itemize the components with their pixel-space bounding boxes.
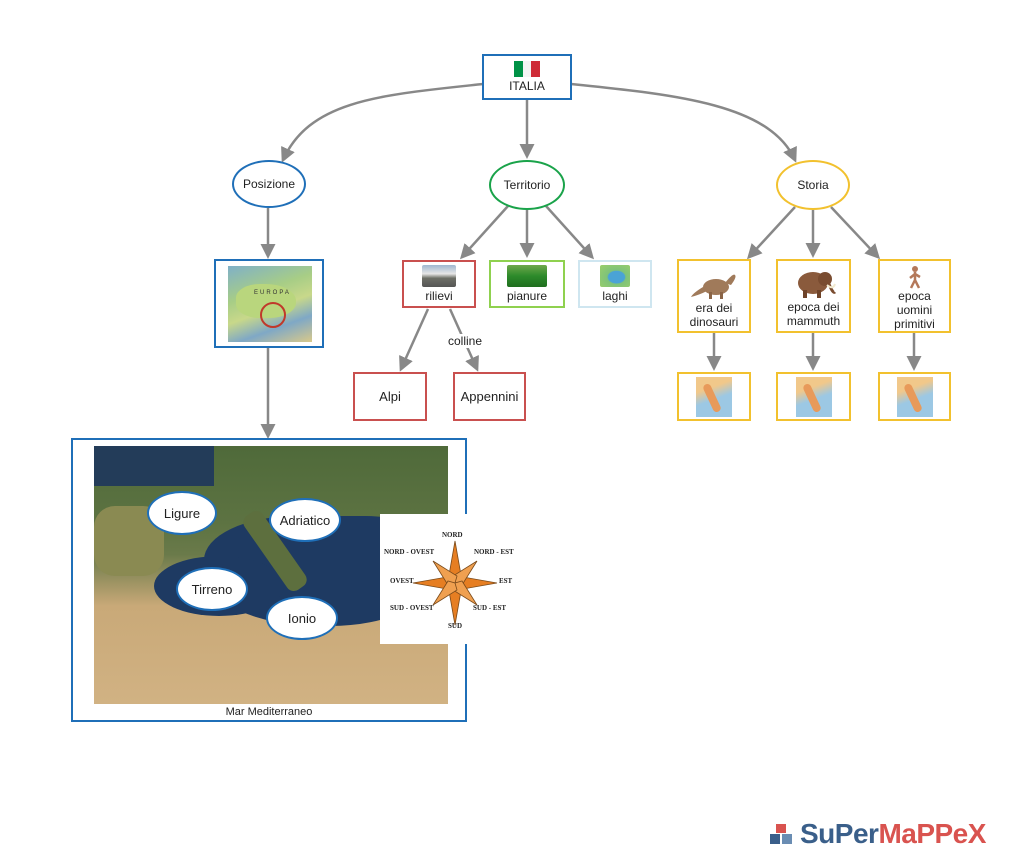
node-territorio[interactable]: Territorio: [489, 160, 565, 210]
adriatico-text: Adriatico: [279, 512, 331, 528]
node-appennini[interactable]: Appennini: [453, 372, 526, 421]
compass-s: SUD: [448, 622, 463, 630]
mammoth-icon: [797, 272, 836, 298]
root-label: ITALIA: [509, 79, 545, 93]
node-rilievi[interactable]: rilievi: [402, 260, 476, 308]
link-italia-storia: [570, 82, 797, 163]
link-territorio-laghi: [545, 205, 595, 260]
territorio-label: Territorio: [503, 178, 551, 192]
compass-n: NORD: [442, 531, 463, 539]
compass-so: SUD - OVEST: [390, 604, 434, 612]
logo-blocks-icon: [770, 824, 792, 844]
alpi-label: Alpi: [379, 388, 401, 404]
europe-map-caption: EUROPA: [254, 290, 291, 296]
uomini-label: epoca uomini primitivi: [894, 288, 935, 331]
link-territorio-rilievi: [459, 205, 509, 260]
lake-thumbnail-icon: [600, 265, 630, 287]
tirreno-text: Tirreno: [191, 581, 233, 597]
compass-ne: NORD - EST: [474, 548, 514, 556]
sea-label-adriatico[interactable]: Adriatico: [269, 498, 341, 542]
compass-star-icon: [412, 540, 498, 626]
caveman-icon: [908, 265, 921, 289]
link-storia-uomini: [830, 206, 881, 260]
node-laghi[interactable]: laghi: [578, 260, 652, 308]
node-italy-map-dinosauri[interactable]: [677, 372, 751, 421]
node-mediterranean-map[interactable]: Ligure Adriatico Tirreno Ionio NORD NORD…: [71, 438, 523, 722]
compass-no: NORD - OVEST: [384, 548, 435, 556]
dinosaur-icon: [691, 274, 736, 299]
storia-label: Storia: [797, 178, 829, 192]
italy-map-icon: [795, 376, 832, 417]
node-italy-map-uomini[interactable]: [878, 372, 951, 421]
node-epoca-mammuth[interactable]: epoca dei mammuth: [776, 259, 851, 333]
compass-e: EST: [499, 577, 513, 585]
plains-thumbnail-icon: [507, 265, 547, 287]
italy-map-icon: [896, 376, 933, 417]
node-europe-map[interactable]: EUROPA: [214, 259, 324, 348]
mammuth-label: epoca dei mammuth: [786, 300, 841, 328]
mediterranean-caption: Mar Mediterraneo: [225, 706, 313, 718]
sea-label-ionio[interactable]: Ionio: [266, 596, 338, 640]
sea-label-ligure[interactable]: Ligure: [147, 491, 217, 535]
ionio-text: Ionio: [287, 610, 317, 626]
node-era-dinosauri[interactable]: era dei dinosauri: [677, 259, 751, 333]
compass-se: SUD - EST: [473, 604, 507, 612]
node-pianure[interactable]: pianure: [489, 260, 565, 308]
link-rilievi-alpi: [399, 308, 430, 372]
ligure-text: Ligure: [163, 505, 201, 521]
rilievi-label: rilievi: [425, 289, 453, 303]
brand-part2: MaPPe: [878, 818, 968, 849]
compass-o: OVEST: [390, 577, 414, 585]
root-node-italia[interactable]: ITALIA: [482, 54, 572, 100]
node-alpi[interactable]: Alpi: [353, 372, 427, 421]
mountains-thumbnail-icon: [422, 265, 456, 287]
node-epoca-uomini-primitivi[interactable]: epoca uomini primitivi: [878, 259, 951, 333]
brand-part3: X: [967, 818, 987, 849]
laghi-label: laghi: [602, 289, 628, 303]
link-italia-posizione: [281, 82, 484, 163]
sea-label-tirreno[interactable]: Tirreno: [176, 567, 248, 611]
europe-map-image: EUROPA: [228, 266, 312, 342]
compass-rose: NORD NORD - EST NORD - OVEST OVEST EST S…: [380, 514, 523, 644]
node-storia[interactable]: Storia: [776, 160, 850, 210]
link-storia-dinosauri: [746, 206, 796, 260]
supermappex-logo: SuPer MaPPe X: [770, 818, 986, 850]
link-label-colline: colline: [438, 334, 492, 348]
dinosauri-label: era dei dinosauri: [689, 301, 739, 329]
pianure-label: pianure: [506, 289, 548, 303]
node-posizione[interactable]: Posizione: [232, 160, 306, 208]
node-italy-map-mammuth[interactable]: [776, 372, 851, 421]
brand-part1: SuPer: [800, 818, 879, 849]
appennini-label: Appennini: [460, 388, 519, 404]
italy-map-icon: [696, 376, 732, 417]
posizione-label: Posizione: [242, 177, 296, 191]
italy-flag-icon: [514, 61, 541, 77]
